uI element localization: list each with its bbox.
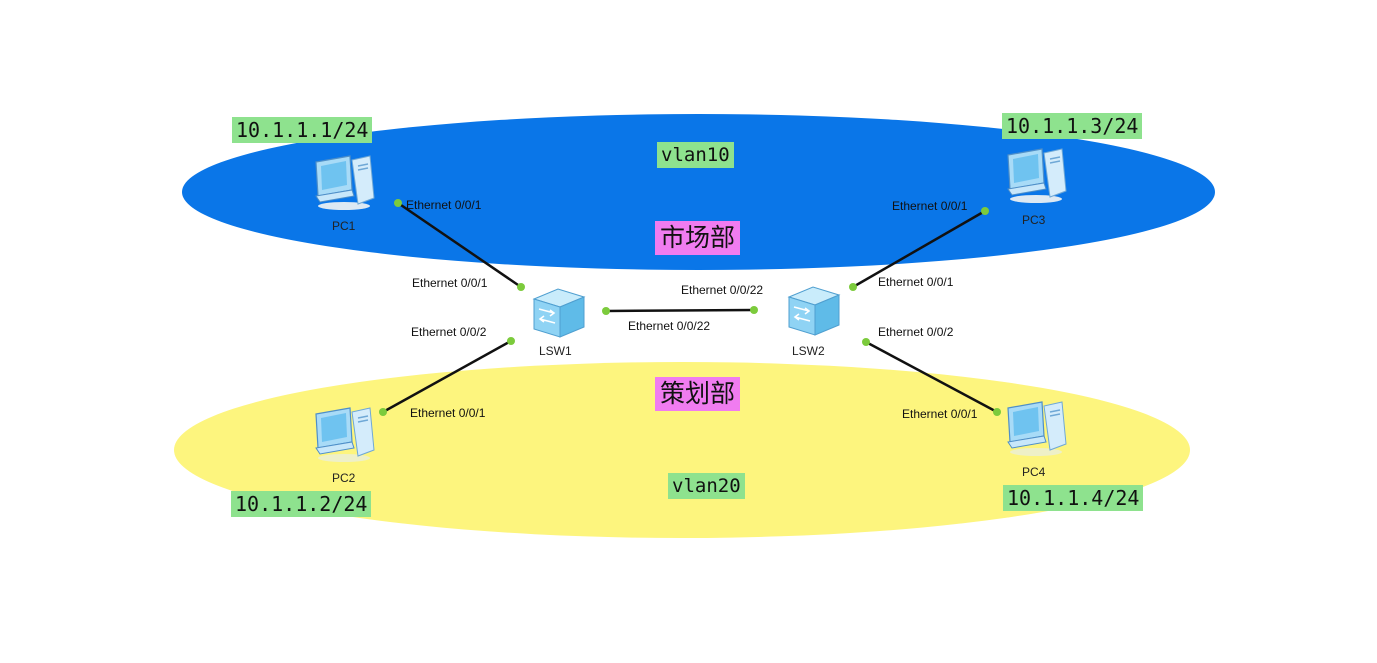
- pc3[interactable]: [1004, 145, 1068, 205]
- pc-icon: [1007, 148, 1067, 203]
- port-dot: [750, 306, 758, 314]
- port-dot: [517, 283, 525, 291]
- pc4-ip-label: 10.1.1.4/24: [1003, 485, 1144, 511]
- pc1-port-label: Ethernet 0/0/1: [406, 198, 482, 212]
- pc3-port-label: Ethernet 0/0/1: [892, 199, 968, 213]
- pc2-name: PC2: [332, 471, 356, 485]
- port-dot: [379, 408, 387, 416]
- vlan20-label: vlan20: [668, 473, 745, 499]
- port-dot: [394, 199, 402, 207]
- link-pc3-lsw2: [852, 209, 986, 289]
- lsw2-port-pc3-label: Ethernet 0/0/1: [878, 275, 954, 289]
- pc1[interactable]: [312, 152, 376, 212]
- pc2-ip-label: 10.1.1.2/24: [231, 491, 372, 517]
- link-pc2-lsw1: [382, 339, 512, 414]
- pc3-name: PC3: [1022, 213, 1046, 227]
- lsw1-name: LSW1: [539, 344, 572, 358]
- switch-icon: [787, 286, 841, 336]
- lsw1-port-pc2-label: Ethernet 0/0/2: [411, 325, 487, 339]
- pc1-name: PC1: [332, 219, 356, 233]
- planning-department-label: 策划部: [655, 377, 741, 411]
- lsw2-name: LSW2: [792, 344, 825, 358]
- lsw1[interactable]: [528, 285, 588, 341]
- link-pc4-lsw2: [865, 340, 998, 414]
- port-dot: [993, 408, 1001, 416]
- pc-icon: [315, 155, 375, 210]
- vlan10-label: vlan10: [657, 142, 734, 168]
- pc2-port-label: Ethernet 0/0/1: [410, 406, 486, 420]
- port-dot: [602, 307, 610, 315]
- pc-icon: [1007, 401, 1067, 456]
- pc2[interactable]: [312, 404, 376, 464]
- switch-icon: [532, 288, 586, 338]
- pc-icon: [315, 407, 375, 462]
- pc3-ip-label: 10.1.1.3/24: [1002, 113, 1143, 139]
- port-dot: [507, 337, 515, 345]
- lsw1-port-pc1-label: Ethernet 0/0/1: [412, 276, 488, 290]
- lsw2[interactable]: [783, 283, 843, 339]
- pc4-name: PC4: [1022, 465, 1046, 479]
- lsw2-port-pc4-label: Ethernet 0/0/2: [878, 325, 954, 339]
- lsw1-port-trunk-label: Ethernet 0/0/22: [628, 319, 711, 333]
- pc1-ip-label: 10.1.1.1/24: [232, 117, 373, 143]
- link-pc1-lsw1: [397, 201, 522, 289]
- port-dot: [981, 207, 989, 215]
- marketing-department-label: 市场部: [655, 221, 741, 255]
- link-lsw1-lsw2: [605, 308, 755, 313]
- pc4[interactable]: [1004, 398, 1068, 458]
- port-dot: [862, 338, 870, 346]
- port-dot: [849, 283, 857, 291]
- pc4-port-label: Ethernet 0/0/1: [902, 407, 978, 421]
- lsw2-port-trunk-label: Ethernet 0/0/22: [681, 283, 764, 297]
